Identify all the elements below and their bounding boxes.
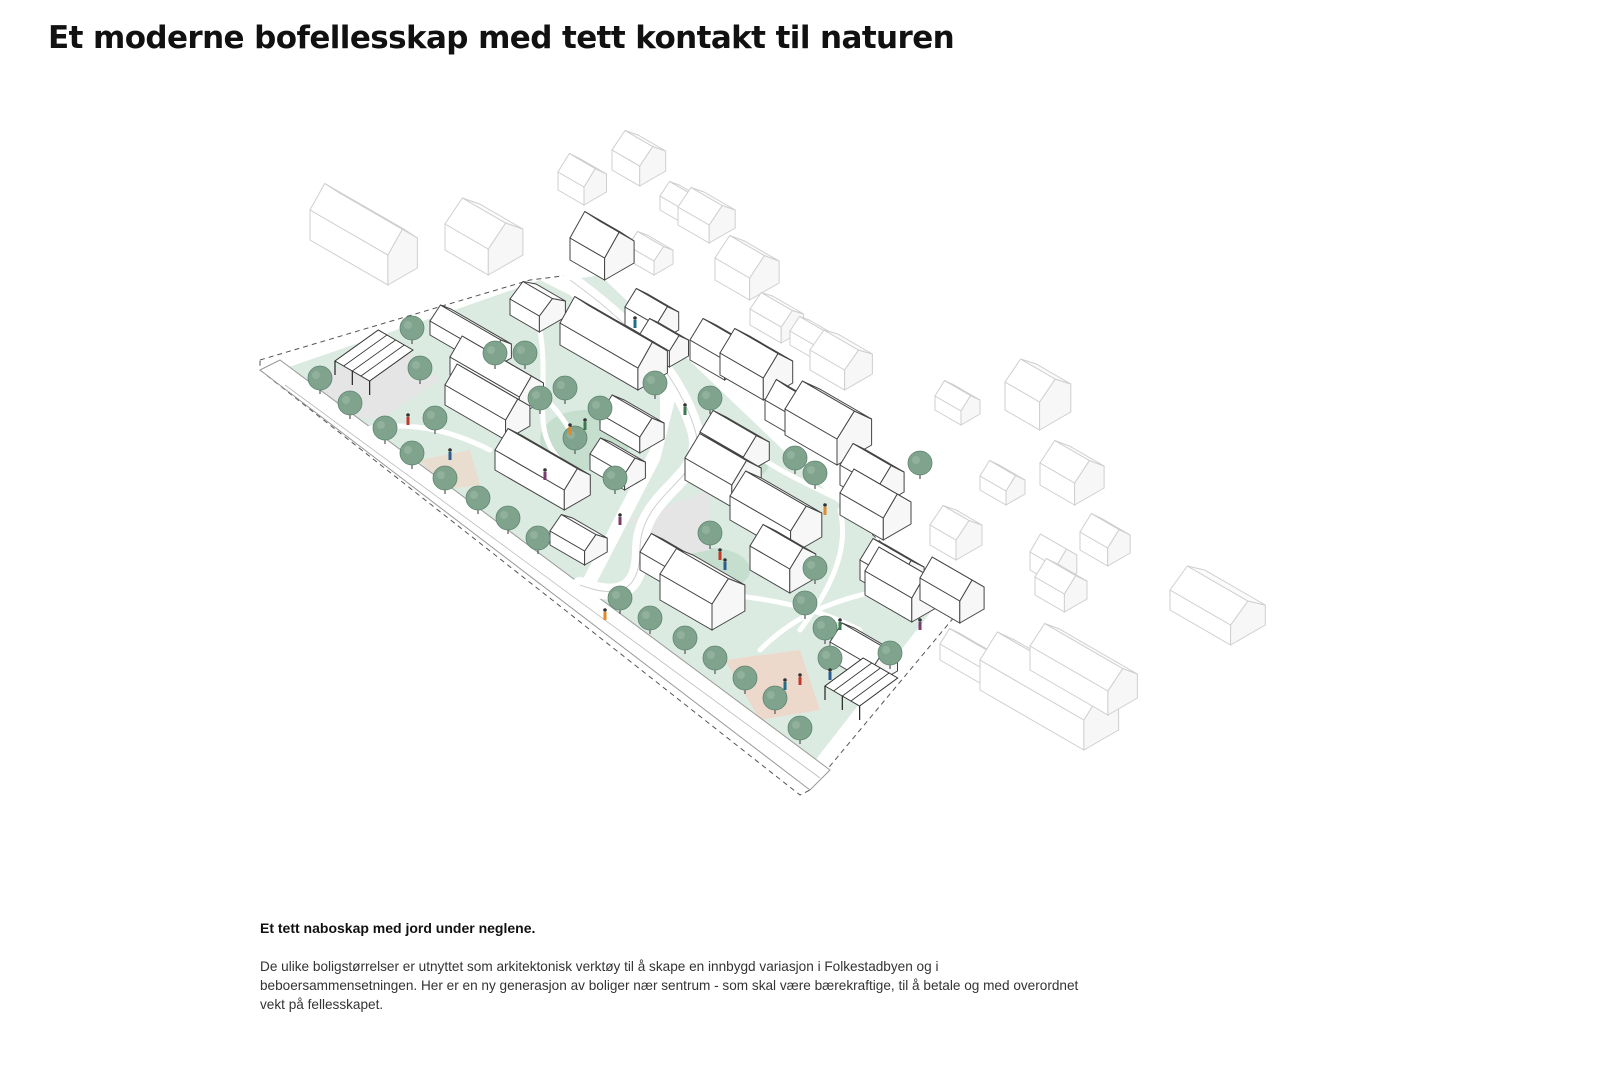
tree <box>495 505 521 534</box>
context-building <box>714 234 780 301</box>
building <box>719 327 794 401</box>
carport <box>824 657 899 720</box>
context-building <box>929 504 983 561</box>
site-people <box>406 316 922 690</box>
person <box>718 548 722 560</box>
tree <box>782 445 808 474</box>
tree <box>422 405 448 434</box>
tree <box>697 520 723 549</box>
tree <box>372 415 398 444</box>
tree <box>552 375 578 404</box>
tree <box>407 355 433 384</box>
site-trees <box>307 315 933 744</box>
tree <box>732 665 758 694</box>
tree <box>607 585 633 614</box>
tree <box>802 460 828 489</box>
tree <box>702 645 728 674</box>
building <box>729 470 823 556</box>
tree <box>672 625 698 654</box>
isometric-site-plan-icon <box>259 129 1266 796</box>
tree <box>877 640 903 669</box>
tree <box>637 605 663 634</box>
context-building <box>627 230 674 276</box>
caption: Et tett naboskap med jord under neglene.… <box>260 920 1080 1014</box>
tree <box>512 340 538 369</box>
context-building <box>677 186 736 244</box>
building <box>494 427 591 511</box>
building <box>784 380 873 466</box>
tree <box>337 390 363 419</box>
tree <box>812 615 838 644</box>
person <box>543 468 547 480</box>
site-buildings <box>334 210 985 720</box>
building <box>569 210 635 281</box>
context-building <box>1039 439 1105 506</box>
tree <box>465 485 491 514</box>
person <box>723 558 727 570</box>
main-road <box>259 359 831 791</box>
site-boundary <box>259 274 961 796</box>
context-building <box>1034 557 1088 613</box>
tree <box>399 440 425 469</box>
tree <box>762 685 788 714</box>
tree <box>482 340 508 369</box>
person <box>448 448 452 460</box>
tree <box>802 555 828 584</box>
page-title: Et moderne bofellesskap med tett kontakt… <box>48 20 955 56</box>
tree <box>587 395 613 424</box>
building <box>509 280 566 333</box>
context-building <box>1029 622 1138 716</box>
context-building <box>1169 565 1266 646</box>
tree <box>525 525 551 554</box>
person <box>783 678 787 690</box>
person <box>568 423 572 435</box>
context-building <box>749 291 805 344</box>
context-building <box>979 459 1026 506</box>
carport <box>334 329 414 395</box>
context-building <box>934 379 981 426</box>
tree <box>787 715 813 744</box>
building <box>549 513 608 566</box>
tree <box>527 385 553 414</box>
context-building <box>557 152 607 206</box>
building <box>599 394 665 454</box>
context-building <box>611 129 667 187</box>
person <box>603 608 607 620</box>
context-building <box>1004 358 1072 431</box>
tree <box>792 590 818 619</box>
tree <box>307 365 333 394</box>
caption-body: De ulike boligstørrelser er utnyttet som… <box>260 959 1079 1012</box>
person <box>828 668 832 680</box>
site-plan-illustration <box>240 129 1320 830</box>
tree <box>642 370 668 399</box>
tree <box>907 450 933 479</box>
building <box>444 363 531 441</box>
tree <box>399 315 425 344</box>
context-building <box>309 182 418 286</box>
tree <box>697 385 723 414</box>
context-building <box>444 197 524 276</box>
context-building <box>809 329 873 391</box>
caption-heading: Et tett naboskap med jord under neglene. <box>260 920 536 936</box>
footpath <box>797 507 846 633</box>
person <box>823 503 827 515</box>
tree <box>432 465 458 494</box>
context-buildings <box>309 129 1266 751</box>
person <box>838 618 842 630</box>
person <box>683 403 687 415</box>
tree <box>602 465 628 494</box>
person <box>618 513 622 525</box>
building <box>919 556 985 624</box>
context-building <box>1079 512 1131 567</box>
person <box>633 316 637 328</box>
building <box>589 437 646 491</box>
building <box>839 468 912 541</box>
person <box>583 418 587 430</box>
person <box>406 413 410 425</box>
person <box>798 673 802 685</box>
person <box>918 618 922 630</box>
building <box>659 547 746 631</box>
